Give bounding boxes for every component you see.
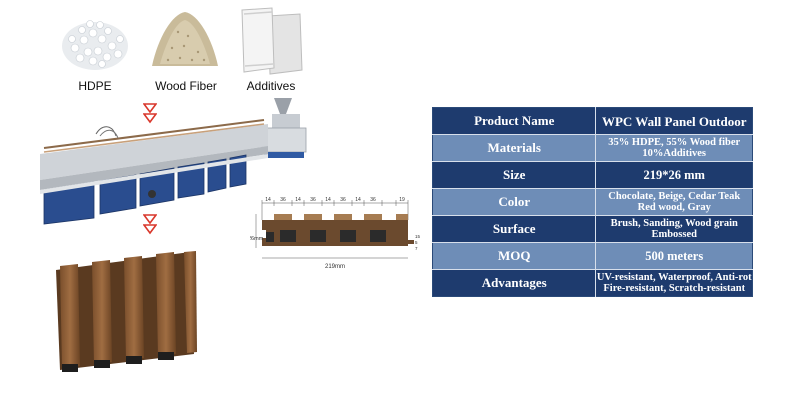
table-row: MOQ 500 meters	[432, 242, 753, 270]
dim-label: 15	[415, 234, 420, 239]
spec-key-materials: Materials	[432, 134, 597, 162]
spec-key-color: Color	[432, 188, 597, 216]
wpc-panel-photo	[56, 251, 197, 372]
material-label-wood-fiber: Wood Fiber	[155, 79, 217, 93]
spec-value-moq: 500 meters	[595, 242, 753, 270]
spec-key-size: Size	[432, 161, 597, 189]
dim-label: 36	[310, 197, 316, 203]
dim-label: 36	[340, 197, 346, 203]
dim-label: 19	[399, 197, 405, 203]
dim-label: 36	[280, 197, 286, 203]
table-row: Materials 35% HDPE, 55% Wood fiber 10%Ad…	[432, 134, 753, 162]
spec-value-materials: 35% HDPE, 55% Wood fiber 10%Additives	[595, 134, 753, 162]
spec-value-color: Chocolate, Beige, Cedar Teak Red wood, G…	[595, 188, 753, 216]
dim-label: 14	[355, 197, 361, 203]
table-row: Size 219*26 mm	[432, 161, 753, 189]
spec-key-product-name: Product Name	[432, 107, 597, 135]
sack-icon	[241, 7, 303, 75]
dim-label: 5	[415, 240, 418, 245]
dim-label: 14	[265, 197, 271, 203]
table-row: Advantages UV-resistant, Waterproof, Ant…	[432, 269, 753, 297]
extrusion-line-image	[40, 98, 307, 225]
specification-table: Product Name WPC Wall Panel Outdoor Mate…	[432, 107, 753, 297]
dim-label: 14	[325, 197, 331, 203]
spec-value-product-name: WPC Wall Panel Outdoor	[595, 107, 753, 135]
table-row: Color Chocolate, Beige, Cedar Teak Red w…	[432, 188, 753, 216]
hdpe-pellets-icon	[62, 20, 128, 70]
spec-key-moq: MOQ	[432, 242, 597, 270]
spec-value-surface: Brush, Sanding, Wood grain Embossed	[595, 215, 753, 243]
material-label-additives: Additives	[246, 79, 296, 93]
width-dimension-label: 219mm	[325, 264, 345, 270]
flow-arrow-down-icon	[143, 103, 157, 124]
spec-value-advantages: UV-resistant, Waterproof, Anti-rot Fire-…	[595, 269, 753, 297]
spec-value-size: 219*26 mm	[595, 161, 753, 189]
wood-fiber-icon	[152, 12, 218, 66]
spec-key-surface: Surface	[432, 215, 597, 243]
flow-arrow-down-icon	[143, 214, 157, 235]
dim-label: 7	[415, 246, 418, 251]
dim-label: 36	[370, 197, 376, 203]
dim-label: 14	[295, 197, 301, 203]
table-row: Product Name WPC Wall Panel Outdoor	[432, 107, 753, 135]
material-label-hdpe: HDPE	[78, 79, 112, 93]
spec-key-advantages: Advantages	[432, 269, 597, 297]
table-row: Surface Brush, Sanding, Wood grain Embos…	[432, 215, 753, 243]
